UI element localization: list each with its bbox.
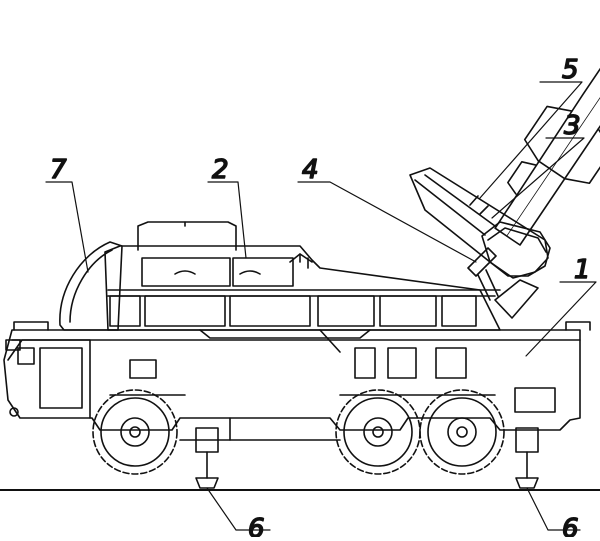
callout-lines xyxy=(45,81,597,531)
wheel-middle xyxy=(335,389,421,475)
leader-line-7 xyxy=(45,181,89,273)
leader-line-3 xyxy=(491,137,585,219)
label-6-left: 6 xyxy=(248,514,265,537)
label-1: 1 xyxy=(574,255,591,285)
label-4: 4 xyxy=(302,155,319,185)
label-5: 5 xyxy=(562,55,579,85)
label-3: 3 xyxy=(564,111,581,141)
elevating-strut xyxy=(467,247,539,319)
wheel-rear xyxy=(419,389,505,475)
leader-line-2 xyxy=(207,181,247,259)
roof-antenna-left xyxy=(13,321,49,331)
leader-line-5 xyxy=(479,81,583,199)
label-2: 2 xyxy=(212,155,229,185)
outrigger-left xyxy=(195,427,219,489)
leader-line-1 xyxy=(525,281,597,357)
chassis xyxy=(3,329,581,441)
leader-line-6-left xyxy=(206,487,271,531)
leader-line-4 xyxy=(297,181,477,263)
label-6-right: 6 xyxy=(562,514,579,537)
missile xyxy=(494,0,600,246)
roof-antenna-right xyxy=(565,321,591,331)
turret xyxy=(59,221,501,353)
leader-line-6-right xyxy=(526,487,581,531)
label-7: 7 xyxy=(50,155,67,185)
wheel-front xyxy=(92,389,178,475)
outrigger-right xyxy=(515,427,539,489)
launcher-container xyxy=(409,167,551,279)
